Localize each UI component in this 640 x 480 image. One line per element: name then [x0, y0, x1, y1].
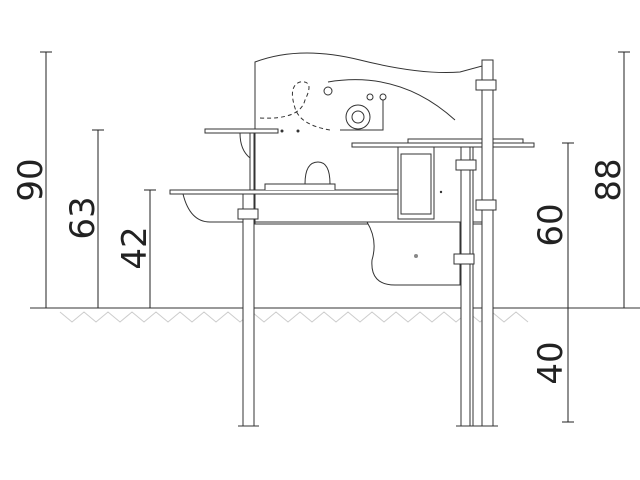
lower-panel	[366, 221, 461, 286]
play-table	[169, 161, 482, 223]
dim-label-90: 90	[11, 158, 51, 201]
right-platform	[351, 138, 535, 220]
dim-label-42: 42	[115, 226, 155, 269]
dim-label-40: 40	[531, 341, 571, 384]
clamps	[237, 79, 497, 265]
snail-decoration	[259, 79, 456, 133]
dim-label-63: 63	[63, 196, 103, 239]
dimension-lines	[40, 51, 630, 423]
dim-label-88: 88	[589, 158, 629, 201]
back-panel	[254, 52, 483, 225]
posts	[238, 59, 498, 427]
ground	[30, 307, 640, 323]
dim-label-60: 60	[531, 203, 571, 246]
upper-left-platform	[204, 128, 279, 190]
